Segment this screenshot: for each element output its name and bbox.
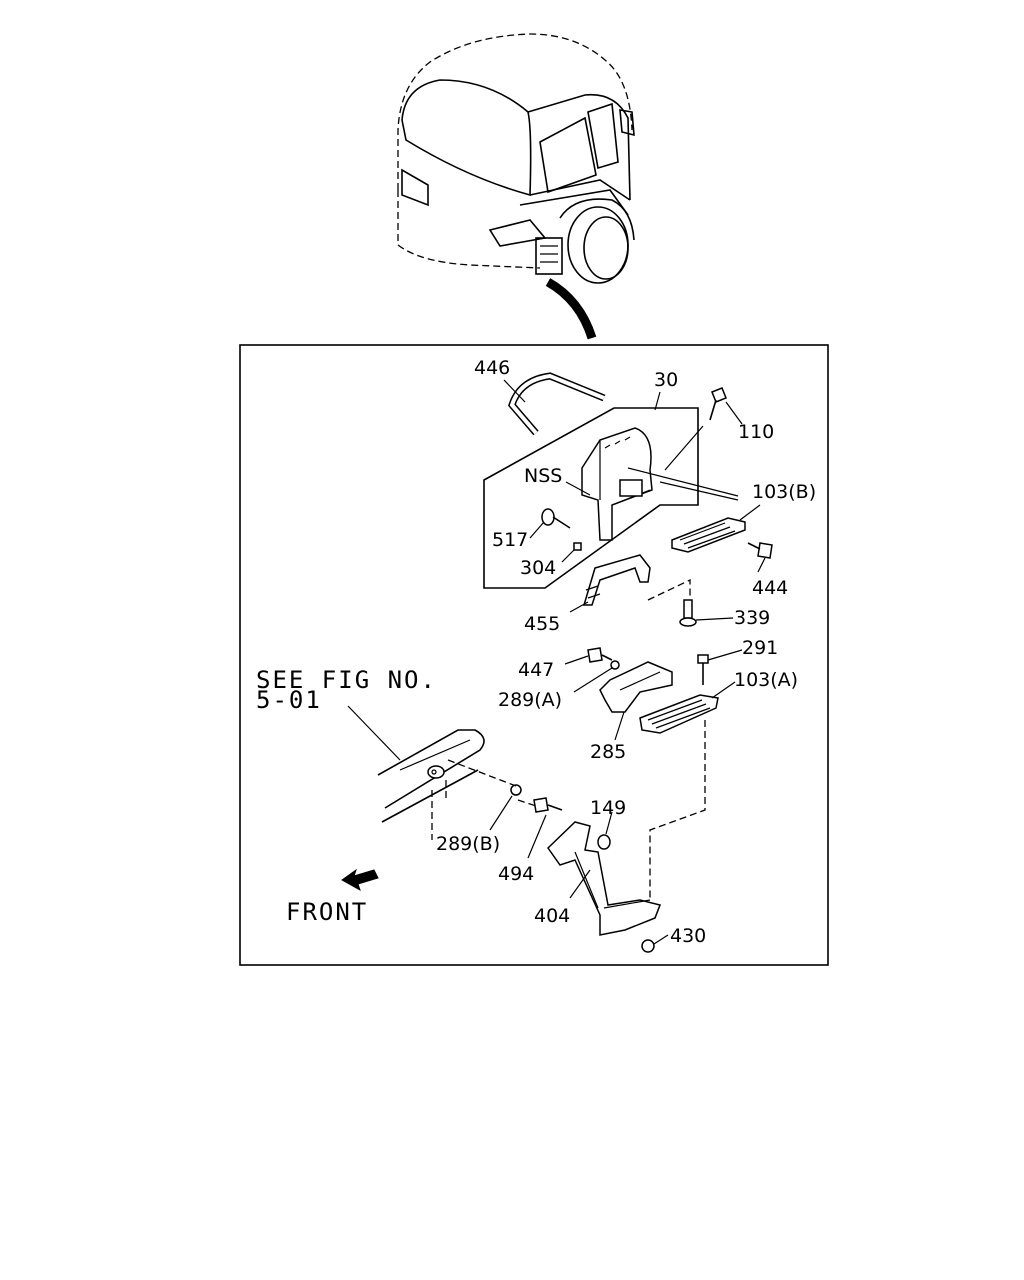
front-arrow-icon: [341, 868, 379, 892]
label-103a: 103(A): [734, 669, 798, 691]
label-289b: 289(B): [436, 833, 500, 855]
label-103b: 103(B): [752, 481, 816, 503]
label-444: 444: [752, 577, 788, 599]
assembly-lines: [447, 578, 706, 900]
frame-rail: [377, 729, 485, 840]
label-517: 517: [492, 529, 528, 551]
label-289a: 289(A): [498, 689, 562, 711]
leader-lines: [347, 379, 766, 945]
part-444-bolt: [747, 542, 773, 559]
part-304-clip: [573, 542, 582, 551]
front-label: FRONT: [286, 898, 368, 926]
part-517-screw: [541, 508, 571, 529]
part-110-bolt: [709, 387, 727, 421]
reference-line-1: SEE FIG NO.: [256, 666, 437, 694]
part-30-bracket: [581, 427, 653, 541]
part-291-bolt: [697, 654, 709, 685]
part-430-nut: [641, 939, 655, 953]
bracket-group-outline: [483, 407, 699, 589]
part-285-bracket: [599, 661, 673, 713]
part-149-nut: [597, 834, 611, 850]
label-285: 285: [590, 741, 626, 763]
part-455-bracket: [582, 554, 651, 606]
part-339-pin: [679, 599, 697, 627]
label-30: 30: [654, 369, 678, 391]
label-110: 110: [738, 421, 774, 443]
label-304: 304: [520, 557, 556, 579]
detail-frame: [239, 344, 829, 966]
label-149: 149: [590, 797, 626, 819]
part-103a-step: [639, 694, 719, 734]
label-404: 404: [534, 905, 570, 927]
part-289b-washer: [510, 784, 522, 796]
label-291: 291: [742, 637, 778, 659]
label-430: 430: [670, 925, 706, 947]
reference-line-2: 5-01: [256, 686, 322, 714]
label-447: 447: [518, 659, 554, 681]
part-494-bolt: [533, 797, 563, 813]
truck-cab-overview: [397, 33, 635, 340]
label-455: 455: [524, 613, 560, 635]
label-nss: NSS: [524, 465, 562, 487]
label-339: 339: [734, 607, 770, 629]
label-494: 494: [498, 863, 534, 885]
part-103b-step: [671, 517, 746, 553]
part-446-rod: [508, 372, 606, 436]
label-446: 446: [474, 357, 510, 379]
part-289a-washer: [610, 660, 620, 670]
part-447-bolt: [587, 647, 613, 663]
